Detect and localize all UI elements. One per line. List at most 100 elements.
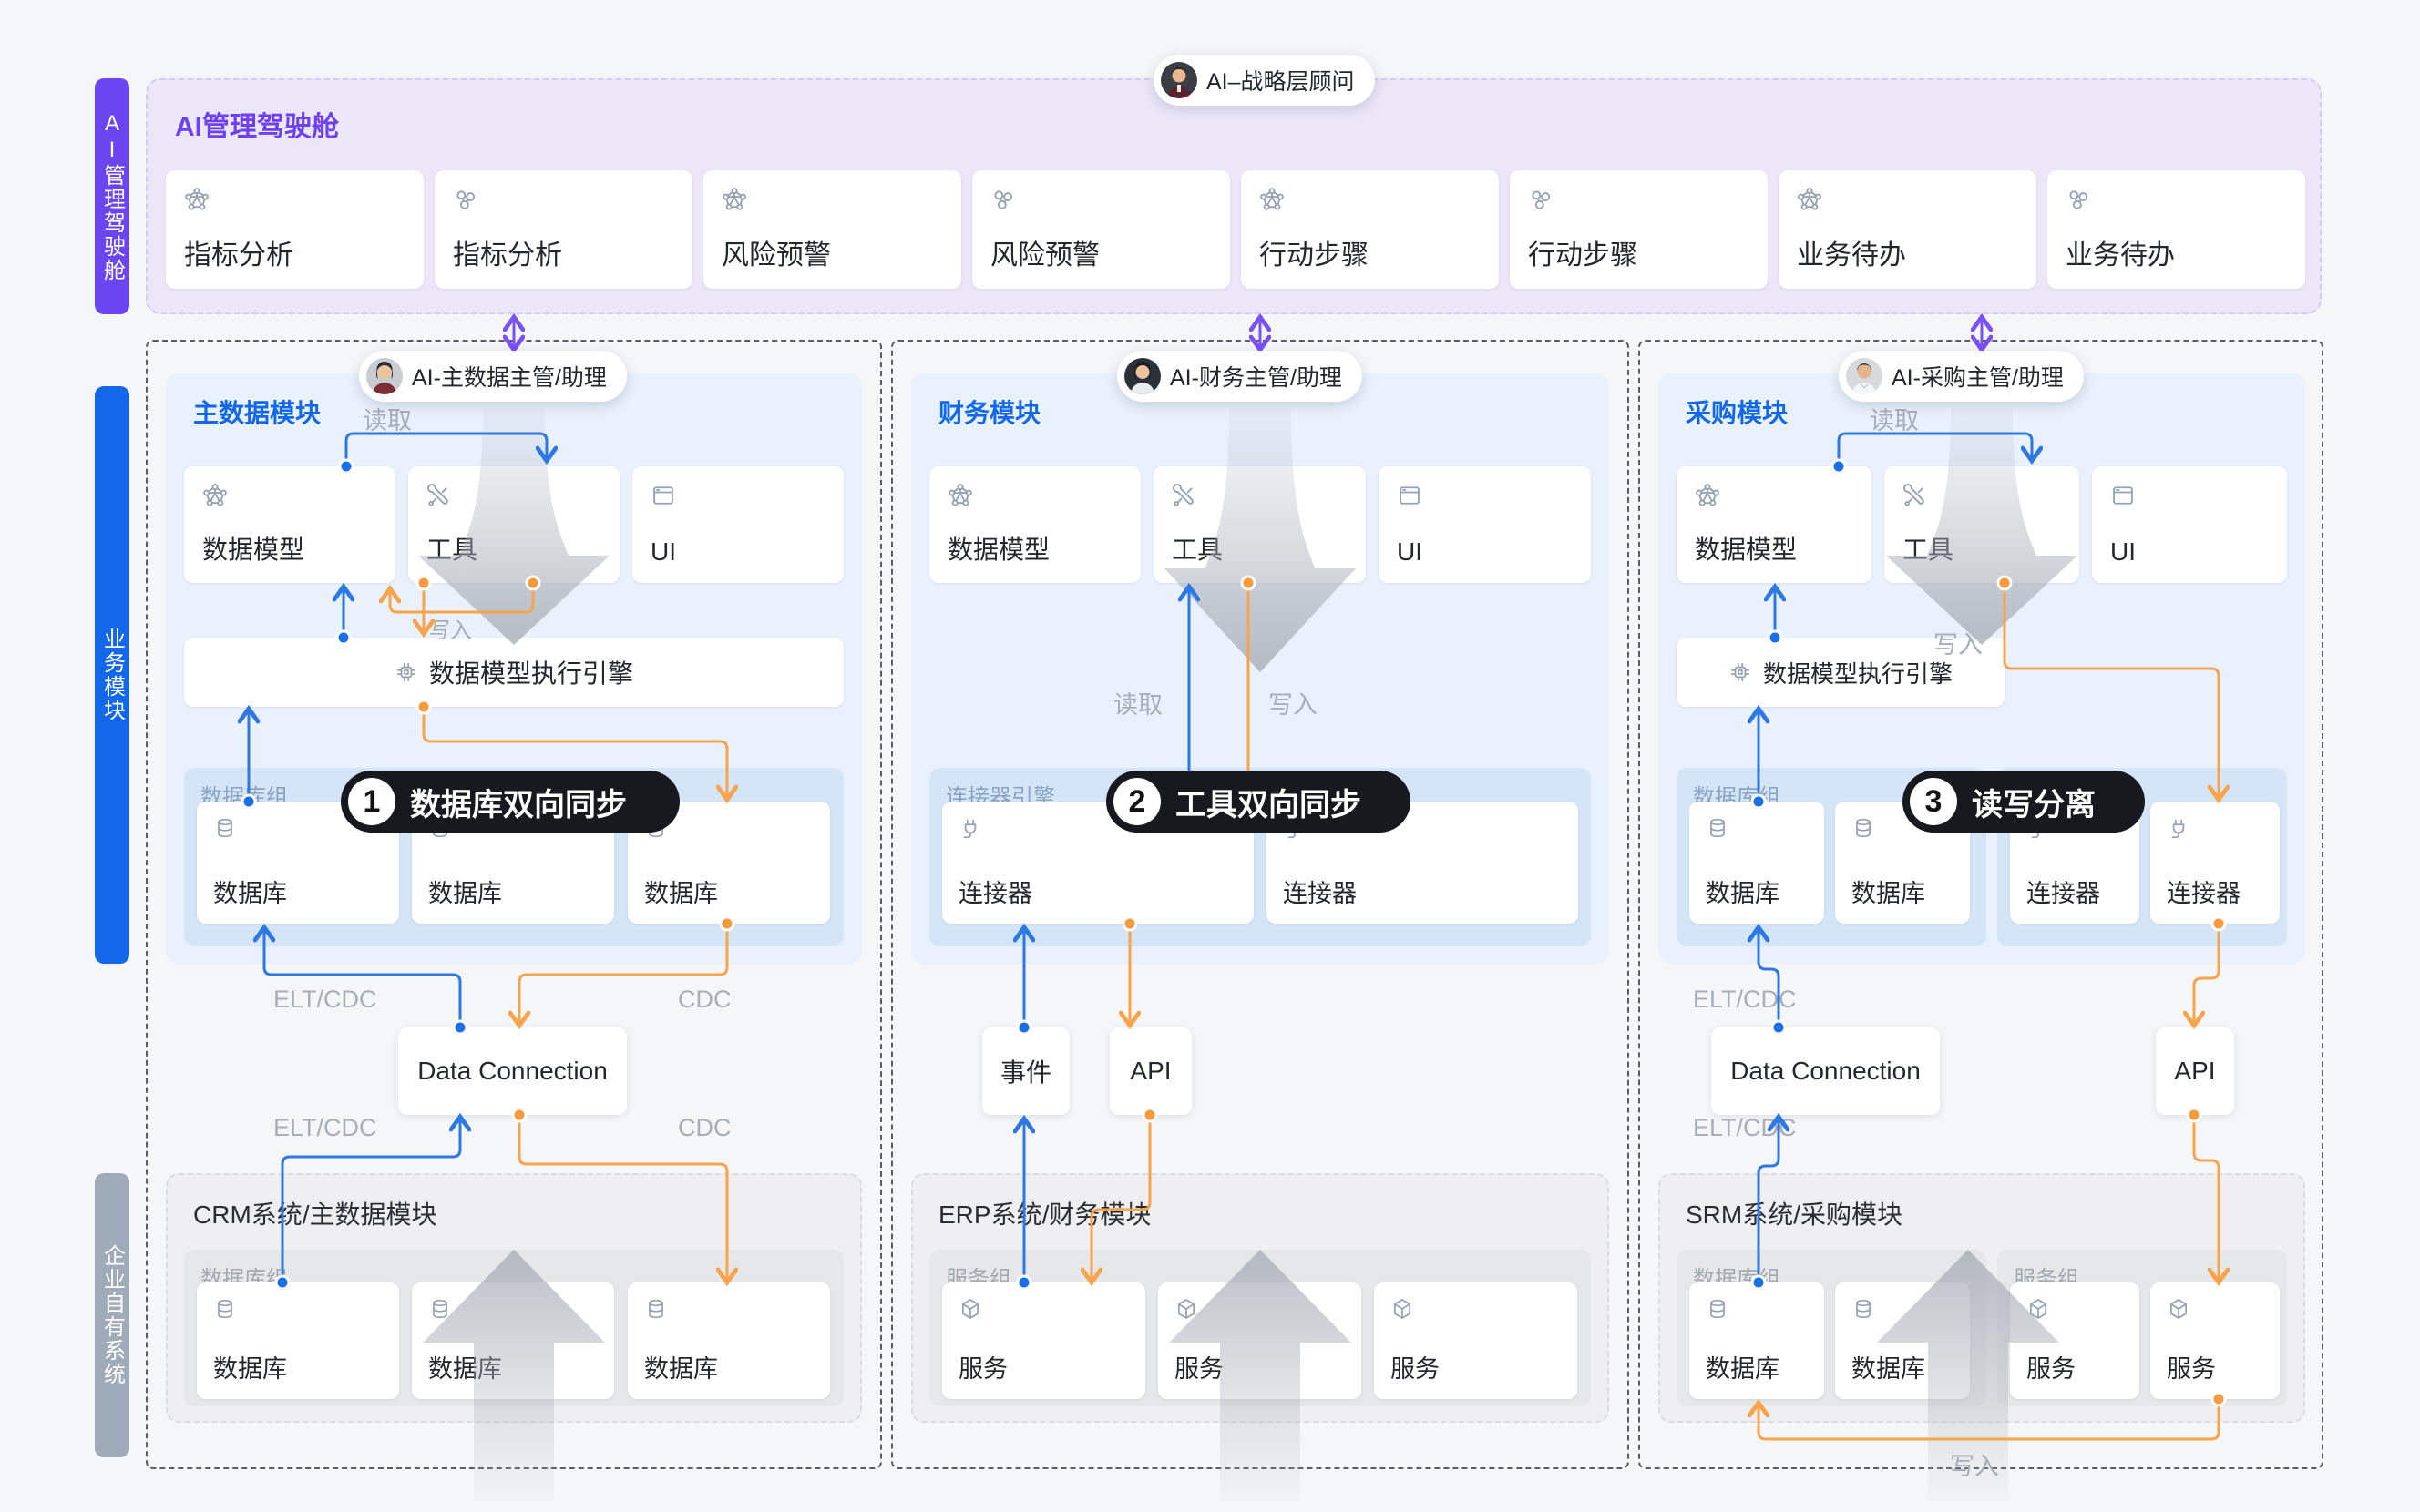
edge-label-read: 读取 xyxy=(363,407,412,434)
node-label: 数据库 xyxy=(428,1355,502,1383)
model-network-icon xyxy=(1260,188,1284,210)
cockpit-card-metric-analysis: 指标分析 xyxy=(166,170,424,289)
agent-pill-master-data: AI-主数据主管/助理 xyxy=(359,351,627,402)
browser-window-icon xyxy=(653,486,673,505)
node-label: 工具 xyxy=(1902,536,1954,564)
database-icon xyxy=(1710,1299,1725,1319)
node-label: API xyxy=(1130,1057,1172,1085)
node-database: 数据库 xyxy=(1689,1282,1824,1399)
node-tools: 工具 xyxy=(1154,466,1366,583)
node-database: 数据库 xyxy=(1835,1282,1970,1399)
database-icon xyxy=(1710,818,1725,838)
node-data-model: 数据模型 xyxy=(1677,466,1871,583)
annotation-badge-read-write-split: 3 读写分离 xyxy=(1902,771,2145,833)
node-label: 数据模型 xyxy=(948,536,1051,564)
node-label: 数据库 xyxy=(428,880,502,907)
workflow-chain-icon xyxy=(456,190,476,209)
cockpit-card-action-steps: 行动步骤 xyxy=(1510,170,1768,289)
node-label: API xyxy=(2174,1057,2216,1085)
edge-label-elt-cdc: ELT/CDC xyxy=(1693,986,1797,1013)
model-network-icon xyxy=(1798,188,1821,210)
annotation-badge-tool-sync: 2 工具双向同步 xyxy=(1106,771,1410,833)
edge-label-elt-cdc: ELT/CDC xyxy=(273,1114,377,1141)
avatar-strategy-advisor xyxy=(1161,62,1197,98)
service-package-icon xyxy=(962,1299,979,1319)
model-network-icon xyxy=(203,484,227,506)
model-network-icon xyxy=(723,188,746,210)
tools-icon xyxy=(427,484,448,506)
node-service: 服务 xyxy=(2010,1282,2139,1399)
node-label: 连接器 xyxy=(2026,880,2100,907)
badge-label: 工具双向同步 xyxy=(1175,787,1361,822)
node-model-execution-engine: 数据模型执行引擎 xyxy=(1677,638,2005,707)
node-database: 数据库 xyxy=(412,1282,614,1399)
cockpit-card-label: 业务待办 xyxy=(2066,240,2175,271)
badge-number: 3 xyxy=(1910,778,1957,825)
node-connector: 连接器 xyxy=(2150,802,2280,924)
tools-icon xyxy=(1173,484,1194,506)
node-label: 数据模型 xyxy=(202,536,305,564)
database-icon xyxy=(218,818,232,838)
agent-pill-label: AI-财务主管/助理 xyxy=(1170,365,1342,391)
cockpit-card-label: 行动步骤 xyxy=(1259,240,1369,271)
node-label: 数据库 xyxy=(1851,880,1925,907)
node-label: 连接器 xyxy=(1283,880,1357,907)
cockpit-card-risk-alert: 风险预警 xyxy=(703,170,961,289)
cockpit-card-row: 指标分析 指标分析 风险预警 风险预警 行动步骤 行动步骤 业务待办 业务待办 xyxy=(166,170,2305,289)
agent-pill-strategy-advisor: AI–战略层顾问 xyxy=(1154,55,1375,106)
node-label: 数据库 xyxy=(213,880,287,907)
node-label: 数据库 xyxy=(644,1355,718,1383)
node-label: 服务 xyxy=(1390,1355,1440,1383)
cockpit-title: AI管理驾驶舱 xyxy=(175,112,339,142)
edge-label-elt-cdc: ELT/CDC xyxy=(273,986,377,1013)
module-title: 主数据模块 xyxy=(193,399,322,427)
node-label: Data Connection xyxy=(417,1057,608,1085)
database-icon xyxy=(218,1299,232,1319)
node-tools: 工具 xyxy=(1884,466,2079,583)
cockpit-card-label: 指标分析 xyxy=(453,240,562,271)
node-label: 数据库 xyxy=(213,1355,287,1383)
database-icon xyxy=(1856,818,1871,838)
avatar-procurement-agent xyxy=(1846,358,1882,394)
node-ui: UI xyxy=(632,466,844,583)
ai-cockpit-panel: AI管理驾驶舱 指标分析 指标分析 风险预警 风险预警 行动步骤 行动步骤 业务… xyxy=(146,78,2322,314)
model-network-icon xyxy=(1696,484,1719,506)
node-model-execution-engine: 数据模型执行引擎 xyxy=(184,638,844,707)
edge-label-write: 写入 xyxy=(1950,1453,1999,1480)
node-label: 数据模型执行引擎 xyxy=(428,659,633,688)
node-label: 数据模型 xyxy=(1695,536,1798,564)
node-label: 事件 xyxy=(1000,1058,1051,1087)
node-label: UI xyxy=(1397,537,1422,566)
node-label: 服务 xyxy=(1174,1355,1224,1383)
browser-window-icon xyxy=(2113,486,2133,505)
node-label: 服务 xyxy=(2167,1355,2216,1383)
agent-pill-label: AI–战略层顾问 xyxy=(1206,69,1355,95)
node-database: 数据库 xyxy=(628,1282,830,1399)
cockpit-card-business-todo: 业务待办 xyxy=(2047,170,2305,289)
node-api: API xyxy=(1110,1027,1192,1115)
node-event: 事件 xyxy=(982,1027,1070,1115)
engine-chip-icon xyxy=(396,662,416,682)
node-ui: UI xyxy=(1379,466,1591,583)
node-label: 连接器 xyxy=(959,880,1032,907)
node-data-model: 数据模型 xyxy=(184,466,395,583)
plug-connector-icon xyxy=(2171,819,2185,839)
badge-label: 数据库双向同步 xyxy=(410,787,627,822)
service-package-icon xyxy=(1178,1299,1195,1319)
node-label: UI xyxy=(2110,537,2136,566)
model-network-icon xyxy=(185,188,209,210)
cockpit-card-business-todo: 业务待办 xyxy=(1779,170,2036,289)
system-title: ERP系统/财务模块 xyxy=(938,1200,1152,1229)
module-title: 采购模块 xyxy=(1686,399,1789,427)
node-service: 服务 xyxy=(1158,1282,1361,1399)
annotation-badge-db-sync: 1 数据库双向同步 xyxy=(341,771,680,833)
cockpit-card-label: 风险预警 xyxy=(990,240,1100,271)
model-network-icon xyxy=(949,484,972,506)
node-data-connection: Data Connection xyxy=(1711,1027,1940,1115)
module-title: 财务模块 xyxy=(938,399,1041,427)
cockpit-card-label: 行动步骤 xyxy=(1528,240,1637,271)
service-package-icon xyxy=(2170,1299,2187,1319)
service-package-icon xyxy=(2030,1299,2046,1319)
workflow-chain-icon xyxy=(994,190,1013,209)
